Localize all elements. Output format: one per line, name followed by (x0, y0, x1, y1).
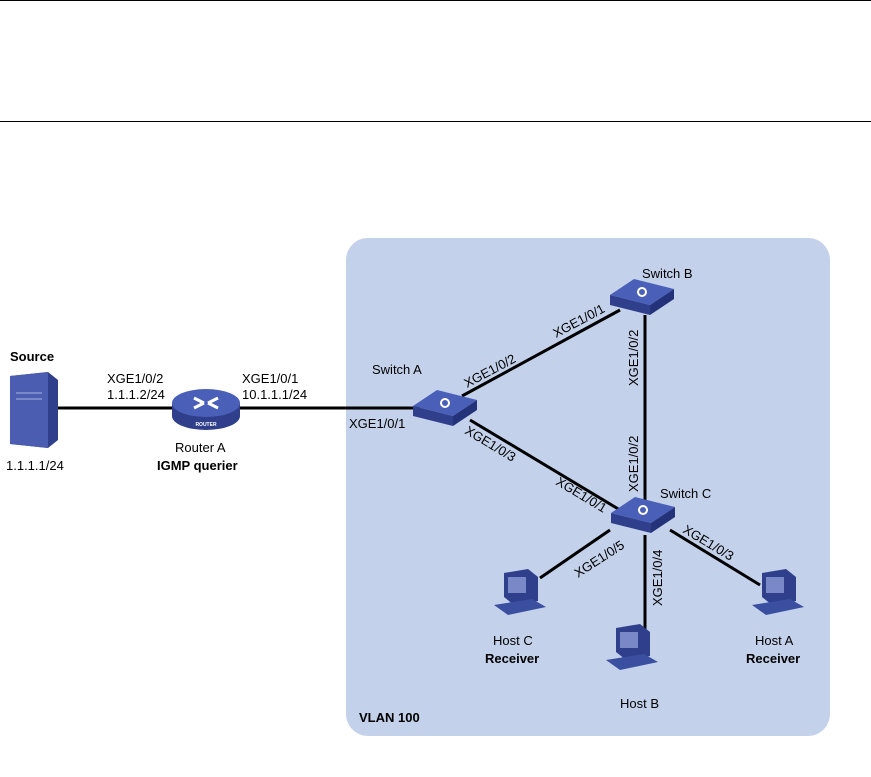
host-a-name: Host A (755, 633, 794, 648)
source-name: Source (10, 349, 54, 364)
switch-c-to-b-port: XGE1/0/2 (626, 436, 641, 492)
source-ip: 1.1.1.1/24 (6, 458, 64, 473)
link-switch-c-host-a (669, 528, 761, 587)
host-a-icon[interactable] (752, 569, 804, 615)
link-switch-c-host-c (539, 528, 611, 580)
switch-c-name: Switch C (660, 486, 711, 501)
host-c-name: Host C (493, 633, 533, 648)
switch-a-name: Switch A (372, 362, 422, 377)
router-a-left-ip: 1.1.1.2/24 (107, 387, 165, 402)
router-a-right-ip: 10.1.1.1/24 (242, 387, 307, 402)
router-a-role: IGMP querier (157, 458, 238, 473)
router-a-right-port: XGE1/0/1 (242, 371, 298, 386)
host-b-icon[interactable] (606, 624, 658, 670)
vlan-area (346, 238, 830, 736)
switch-c-to-host-b-port: XGE1/0/4 (650, 550, 665, 606)
links (58, 308, 761, 632)
host-a-role: Receiver (746, 651, 800, 666)
host-b-name: Host B (620, 696, 659, 711)
host-c-role: Receiver (485, 651, 539, 666)
link-switch-a-switch-b (461, 308, 621, 398)
host-c-icon[interactable] (494, 569, 546, 615)
header-rule (0, 121, 871, 122)
switch-c-icon[interactable] (611, 497, 675, 533)
switch-b-icon[interactable] (610, 279, 674, 315)
router-a-name: Router A (175, 440, 226, 455)
router-badge: ROUTER (195, 422, 217, 428)
router-a-left-port: XGE1/0/2 (107, 371, 163, 386)
switch-b-to-c-port: XGE1/0/2 (626, 330, 641, 386)
link-switch-a-switch-c (469, 418, 621, 512)
server-icon[interactable] (10, 372, 58, 448)
switch-a-left-port: XGE1/0/1 (349, 416, 405, 431)
vlan-label: VLAN 100 (359, 710, 420, 725)
router-icon[interactable]: ROUTER (172, 389, 240, 430)
switch-b-name: Switch B (642, 266, 693, 281)
top-rule (0, 0, 871, 1)
switch-a-icon[interactable] (413, 390, 477, 426)
